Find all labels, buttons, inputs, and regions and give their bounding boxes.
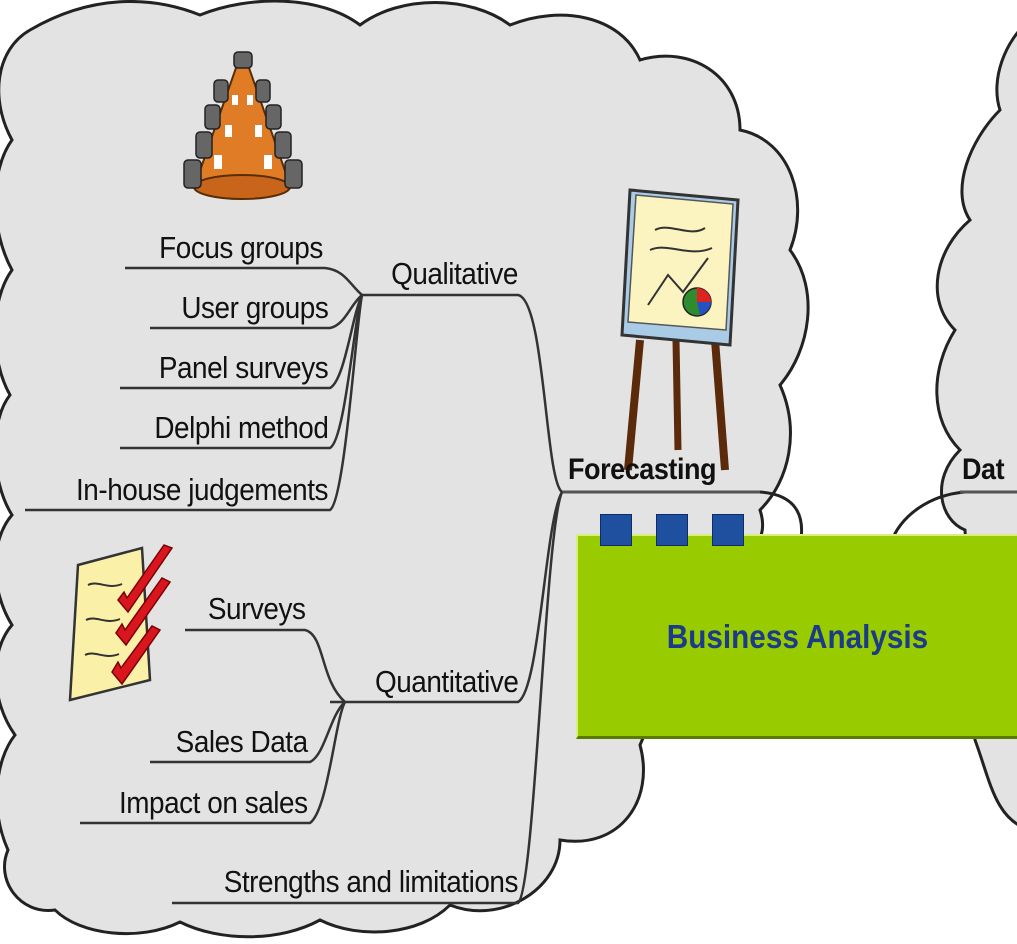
in-house-judgements-label: In-house judgements: [75, 472, 328, 507]
sales-data-label: Sales Data: [176, 724, 308, 759]
qualitative-label: Qualitative: [391, 256, 518, 291]
line-panel-surveys: [120, 294, 364, 390]
quantitative-label: Quantitative: [374, 664, 519, 699]
strengths-branch: [172, 491, 564, 905]
checklist-icon: [68, 544, 174, 702]
line-user-groups: [150, 294, 363, 330]
strengths-limitations-label: Strengths and limitations: [223, 864, 519, 899]
data-partial-label: Dat: [962, 453, 1005, 486]
impact-on-sales-label: Impact on sales: [119, 785, 308, 820]
user-groups-label: User groups: [180, 290, 328, 325]
line-sales-data: [150, 701, 346, 764]
business-analysis-node[interactable]: Business Analysis: [576, 534, 1017, 739]
line-in-house: [25, 294, 364, 512]
line-focus-groups: [125, 266, 363, 296]
focus-groups-label: Focus groups: [159, 230, 323, 265]
forecasting-label: Forecasting: [568, 453, 717, 486]
delphi-method-label: Delphi method: [153, 410, 329, 445]
node-tab-1: [600, 514, 632, 546]
node-tab-3: [712, 514, 744, 546]
line-impact-on-sales: [80, 701, 347, 825]
node-tab-2: [656, 514, 688, 546]
qualitative-branch: [362, 293, 563, 494]
surveys-label: Surveys: [207, 591, 305, 626]
line-surveys: [185, 628, 346, 703]
business-analysis-title: Business Analysis: [666, 618, 929, 655]
quantitative-branch: [330, 491, 564, 704]
flipchart-easel-icon: [620, 188, 740, 471]
panel-surveys-label: Panel surveys: [158, 350, 329, 385]
meeting-table-icon: [183, 51, 303, 200]
